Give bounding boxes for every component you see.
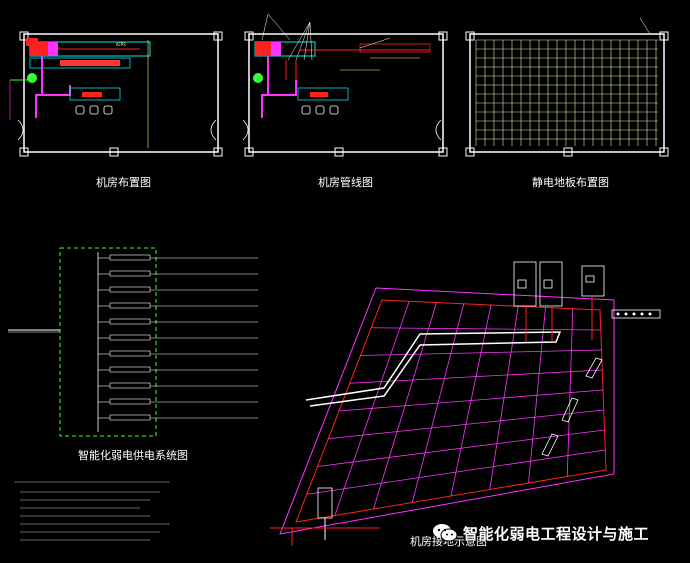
room-piping-caption: 机房管线图 [318, 175, 373, 189]
svg-text:ACPS: ACPS [116, 42, 126, 47]
breaker-label [109, 254, 151, 261]
breaker-label [109, 382, 151, 389]
floor-grid-line [306, 449, 606, 495]
floor-grid-line [338, 389, 604, 412]
breaker-label [109, 270, 151, 277]
breaker-label [109, 334, 151, 341]
floor-grid-line [328, 409, 604, 440]
room-piping-drawing: 机房管线图 [242, 13, 448, 189]
breaker-label [109, 414, 151, 421]
floor-layout-caption: 静电地板布置图 [532, 175, 609, 189]
power-system-caption: 智能化弱电供电系统图 [78, 448, 188, 462]
floor-grid-line [349, 369, 603, 384]
wechat-icon [433, 524, 458, 542]
breaker-label [109, 398, 151, 405]
floor-grid-line [360, 349, 602, 356]
watermark: 智能化弱电工程设计与施工 [432, 520, 649, 546]
room-layout-caption: 机房布置图 [96, 175, 151, 189]
breaker-label [109, 350, 151, 357]
power-system-drawing: 智能化弱电供电系统图 [8, 247, 258, 541]
grounding-drawing: 机房接地示意图 [270, 261, 661, 548]
watermark-text: 智能化弱电工程设计与施工 [463, 524, 650, 543]
breaker-label [109, 318, 151, 325]
floor-grid-line [371, 327, 601, 331]
floor-layout-drawing: 静电地板布置图 [465, 17, 669, 189]
room-layout-drawing: ACPS 机房布置图 [9, 31, 223, 189]
breaker-label [109, 286, 151, 293]
floor-grid-line [317, 429, 605, 467]
breaker-label [109, 366, 151, 373]
breaker-label [109, 302, 151, 309]
